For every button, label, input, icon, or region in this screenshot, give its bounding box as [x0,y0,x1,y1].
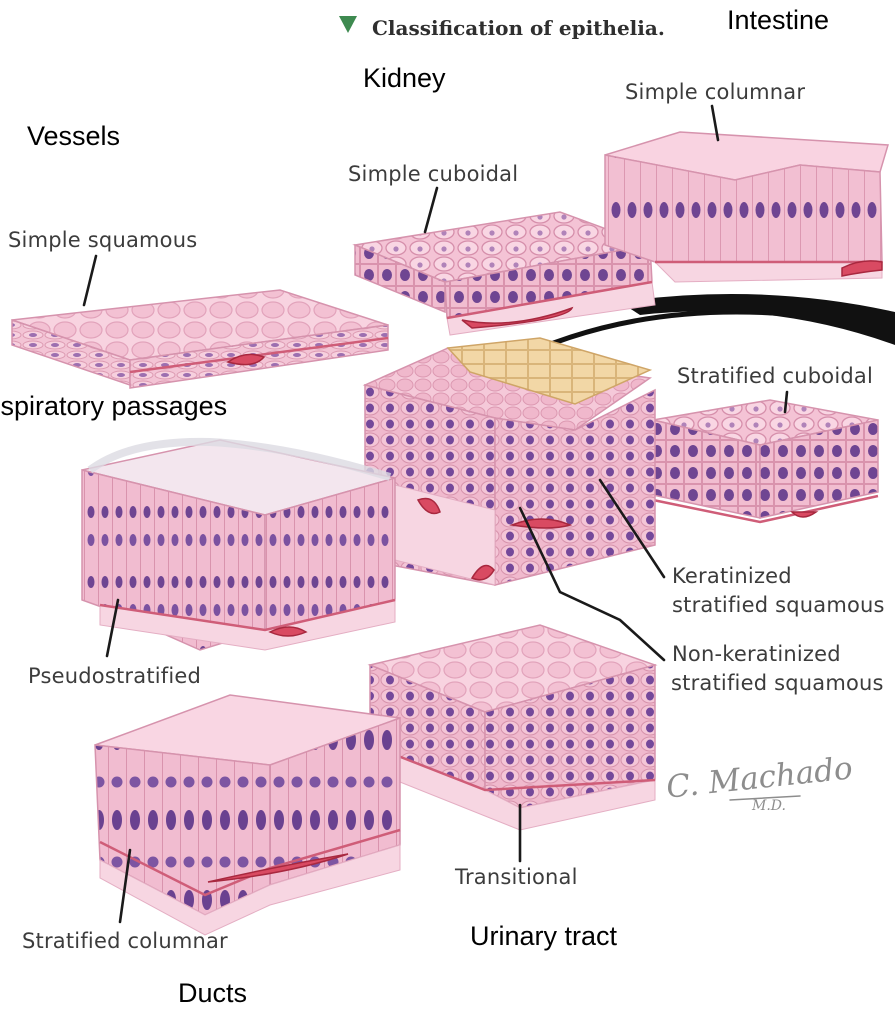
curved-arc-band [620,294,895,345]
organ-label-intestine: Intestine [727,4,829,36]
organ-label-kidney: Kidney [363,62,446,94]
organ-label-respiratory: Respiratory passages [0,390,227,422]
leader-simple-squamous [84,256,96,305]
block-pseudostratified [82,440,395,650]
label-nonkeratinized-line1: Non-keratinized [672,640,841,669]
organ-label-urinary: Urinary tract [470,920,617,952]
block-stratified-cuboidal-blood-vessel [792,512,816,517]
block-stratified-cuboidal [653,400,878,522]
block-simple-squamous [12,290,388,388]
block-simple-columnar [605,132,888,282]
label-nonkeratinized-line2: stratified squamous [671,669,884,698]
artist-signature-degree: M.D. [752,798,786,814]
label-simple-columnar: Simple columnar [625,78,805,107]
label-transitional: Transitional [455,863,578,892]
label-simple-cuboidal: Simple cuboidal [348,160,518,189]
block-transitional [370,625,655,830]
label-stratified-columnar: Stratified columnar [22,927,228,956]
leader-simple-cuboidal [425,188,437,232]
label-simple-squamous: Simple squamous [8,226,197,255]
title-triangle-icon [339,16,357,33]
organ-label-ducts: Ducts [178,977,247,1009]
label-keratinized-line1: Keratinized [672,562,792,591]
block-stratified-columnar [95,695,400,935]
label-keratinized-line2: stratified squamous [672,591,885,620]
label-pseudostratified: Pseudostratified [28,662,201,691]
label-stratified-cuboidal: Stratified cuboidal [677,362,873,391]
organ-label-vessels: Vessels [27,120,120,152]
figure-title: Classification of epithelia. [372,16,665,40]
